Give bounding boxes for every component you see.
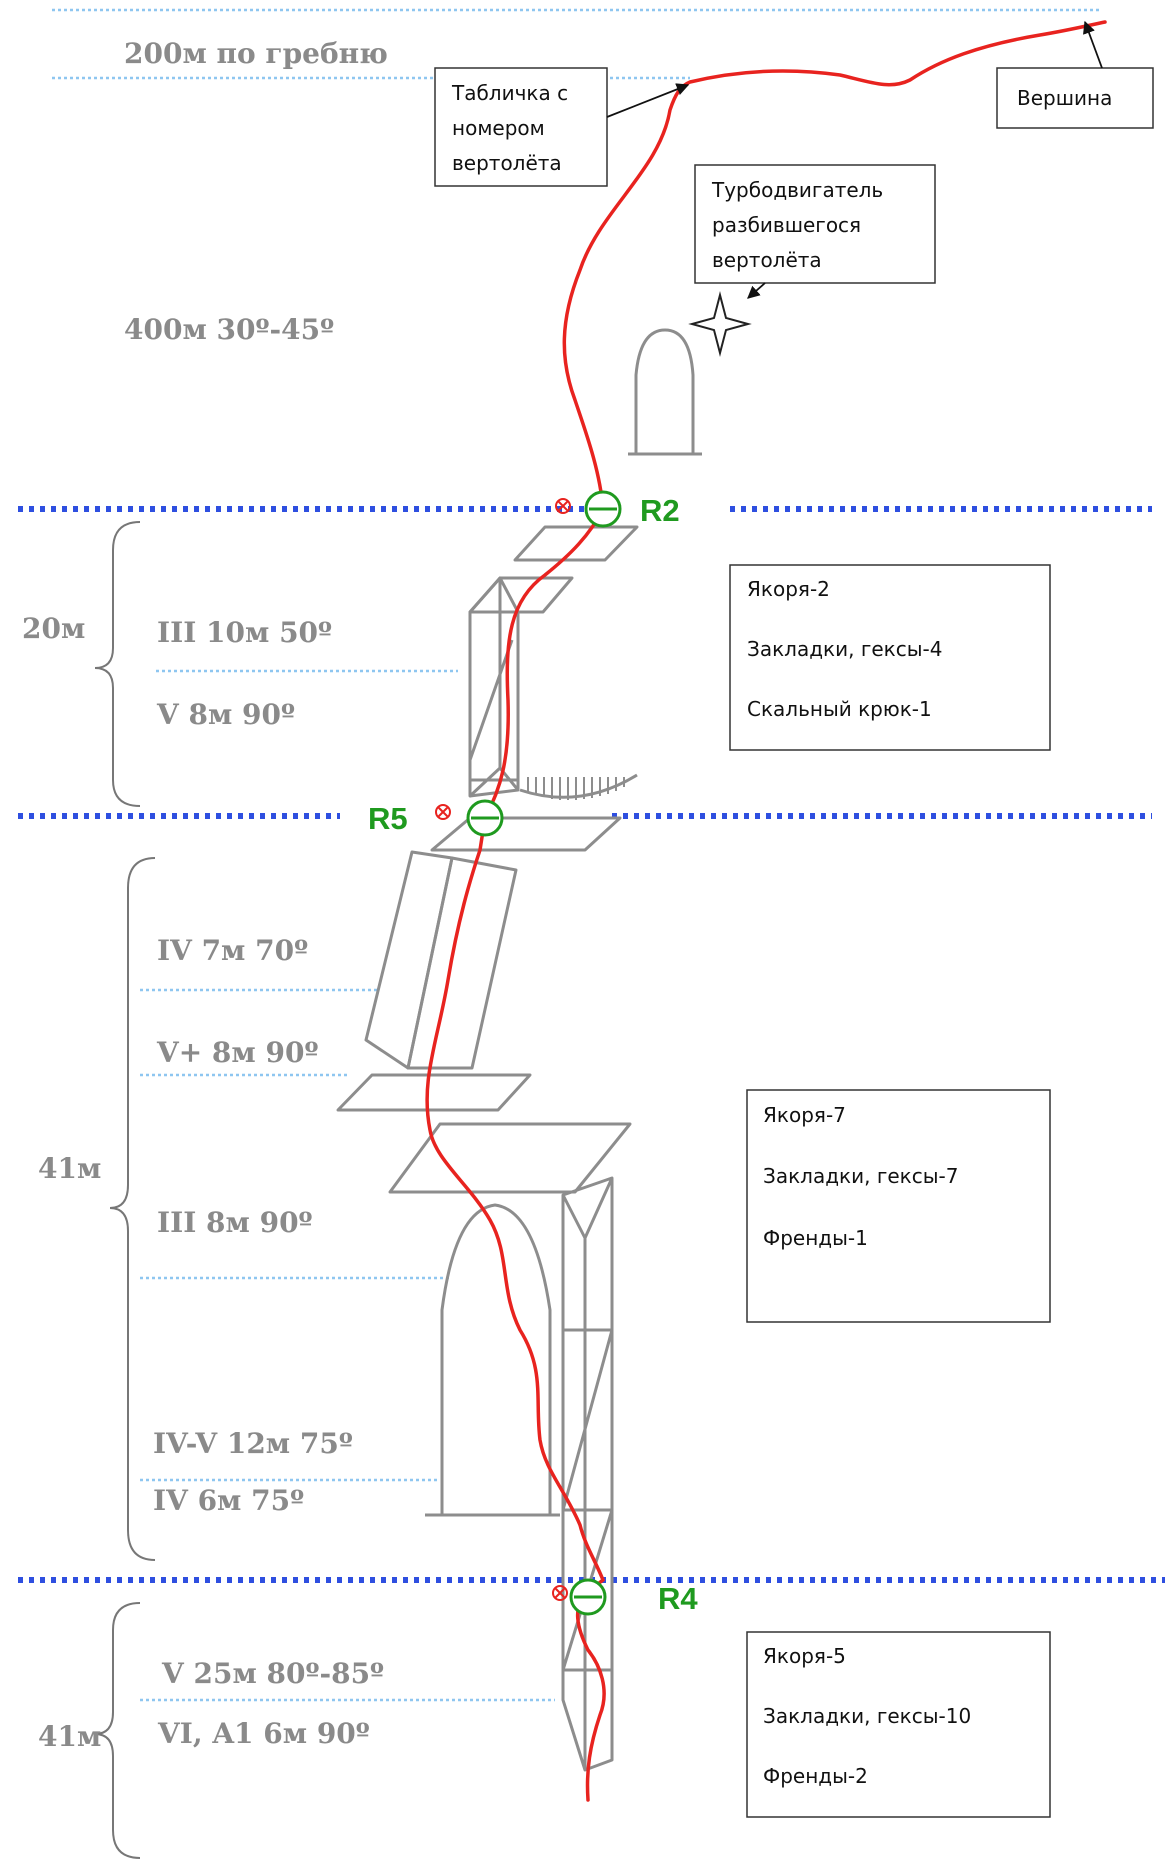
rock-features: [336, 328, 702, 1772]
svg-text:Френды-2: Френды-2: [763, 1764, 868, 1788]
ledge: [513, 525, 639, 562]
ledge: [336, 1073, 532, 1112]
segment-length: 41м: [38, 1152, 101, 1185]
svg-text:номером: номером: [452, 116, 545, 140]
segment-length: 20м: [22, 612, 85, 645]
pitch-label: IV 7м 70º: [157, 934, 308, 967]
svg-text:Турбодвигатель: Турбодвигатель: [711, 178, 883, 202]
ledge: [388, 1122, 632, 1194]
pitch-label: V+ 8м 90º: [156, 1036, 318, 1069]
svg-text:вертолёта: вертолёта: [452, 151, 562, 175]
gear-box: Якоря-2 Закладки, гексы-4 Скальный крюк-…: [729, 564, 1051, 751]
belay-station-icon: [569, 1578, 607, 1616]
plate-callout: Табличка с номером вертолёта: [434, 67, 690, 187]
belay-station-icon: [466, 799, 504, 837]
svg-text:Якоря-7: Якоря-7: [763, 1103, 846, 1127]
pitch-label: III 10м 50º: [157, 616, 332, 649]
section-label: 200м по гребню: [124, 37, 388, 70]
pillar: [406, 856, 518, 1070]
summit-callout: Вершина: [996, 20, 1154, 129]
pitch-label: IV 6м 75º: [153, 1484, 304, 1517]
segment-brace: [94, 521, 141, 807]
svg-text:Закладки, гексы-4: Закладки, гексы-4: [747, 637, 942, 661]
piton-icon: [552, 1585, 568, 1601]
arch-block: [440, 1203, 552, 1515]
svg-text:Вершина: Вершина: [1017, 86, 1112, 110]
pitch-label: IV-V 12м 75º: [153, 1427, 353, 1460]
svg-text:Якоря-5: Якоря-5: [763, 1644, 846, 1668]
engine-star-icon: [688, 291, 752, 357]
overhang: [519, 773, 638, 799]
svg-text:разбившегося: разбившегося: [712, 213, 861, 237]
segment-brace: [94, 1602, 141, 1859]
svg-text:Френды-1: Френды-1: [763, 1226, 868, 1250]
belay-label-r5: R5: [368, 801, 408, 836]
ledge: [430, 816, 622, 852]
piton-icon: [555, 498, 571, 514]
gear-box: Якоря-7 Закладки, гексы-7 Френды-1: [746, 1089, 1051, 1323]
belay-label-r2: R2: [640, 493, 680, 528]
pillar: [364, 850, 454, 1070]
pitch-label: V 8м 90º: [156, 698, 295, 731]
engine-callout: Турбодвигатель разбившегося вертолёта: [694, 164, 936, 299]
svg-text:Табличка с: Табличка с: [451, 81, 568, 105]
section-label: 400м 30º-45º: [124, 313, 334, 346]
gear-box: Якоря-5 Закладки, гексы-10 Френды-2: [746, 1631, 1051, 1818]
svg-text:Скальный крюк-1: Скальный крюк-1: [747, 697, 932, 721]
segment-length: 41м: [38, 1720, 101, 1753]
svg-text:Закладки, гексы-10: Закладки, гексы-10: [763, 1704, 971, 1728]
svg-text:Якоря-2: Якоря-2: [747, 577, 830, 601]
gendarme: [634, 328, 695, 453]
pitch-label: III 8м 90º: [157, 1206, 313, 1239]
corner: [561, 1176, 614, 1772]
pitch-label: VI, A1 6м 90º: [157, 1717, 370, 1750]
piton-icon: [435, 804, 451, 820]
route-line: [425, 20, 1107, 1802]
svg-text:Закладки, гексы-7: Закладки, гексы-7: [763, 1164, 958, 1188]
belay-label-r4: R4: [658, 1581, 698, 1616]
belay-station-icon: [584, 490, 622, 528]
segment-brace: [109, 857, 156, 1561]
svg-text:вертолёта: вертолёта: [712, 248, 822, 272]
pitch-label: V 25м 80º-85º: [161, 1657, 384, 1690]
